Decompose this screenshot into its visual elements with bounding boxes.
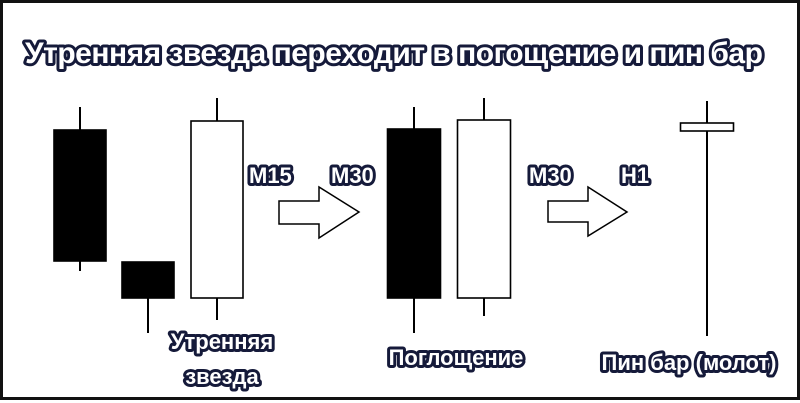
engulfing-pattern xyxy=(386,98,512,333)
diagram-title: Утренняя звезда переходит в погощение и … xyxy=(25,37,763,70)
candle-body xyxy=(53,129,107,262)
pattern-caption-line: Утренняя xyxy=(171,329,273,354)
bearish-candle xyxy=(53,107,107,271)
timeframe-to-label: H1 xyxy=(621,163,649,188)
candle-body xyxy=(456,119,512,299)
timeframe-from-label: M30 xyxy=(529,163,572,188)
candlestick-diagram: Утренняя звезда переходит в погощение и … xyxy=(22,34,780,392)
pattern-caption-line: звезда xyxy=(185,364,259,389)
bullish-candle xyxy=(679,101,735,336)
pattern-caption-line: Поглощение xyxy=(389,345,524,370)
caption-pin-bar: Пин бар (молот) xyxy=(599,347,780,378)
arrow-right-icon xyxy=(278,185,361,240)
timeframe-from-label: M15 xyxy=(249,163,292,188)
arrow-right-icon xyxy=(547,185,629,238)
bullish-candle xyxy=(190,98,244,320)
caption-morning-star: Утренняя звезда xyxy=(168,326,276,392)
transition-1: M15 M30 xyxy=(246,160,377,240)
transition-2: M30 H1 xyxy=(526,160,652,238)
candle-body xyxy=(679,122,735,132)
timeframe-to-label: M30 xyxy=(331,163,374,188)
bearish-candle xyxy=(121,261,175,333)
caption-engulfing: Поглощение xyxy=(386,342,527,373)
bullish-candle xyxy=(456,98,512,316)
morning-star-pattern xyxy=(53,98,244,333)
candle-body xyxy=(190,120,244,299)
pattern-caption-line: Пин бар (молот) xyxy=(602,350,777,375)
pin-bar-pattern xyxy=(679,101,735,336)
candle-body xyxy=(121,261,175,299)
bearish-candle xyxy=(386,107,442,333)
candle-body xyxy=(386,128,442,299)
